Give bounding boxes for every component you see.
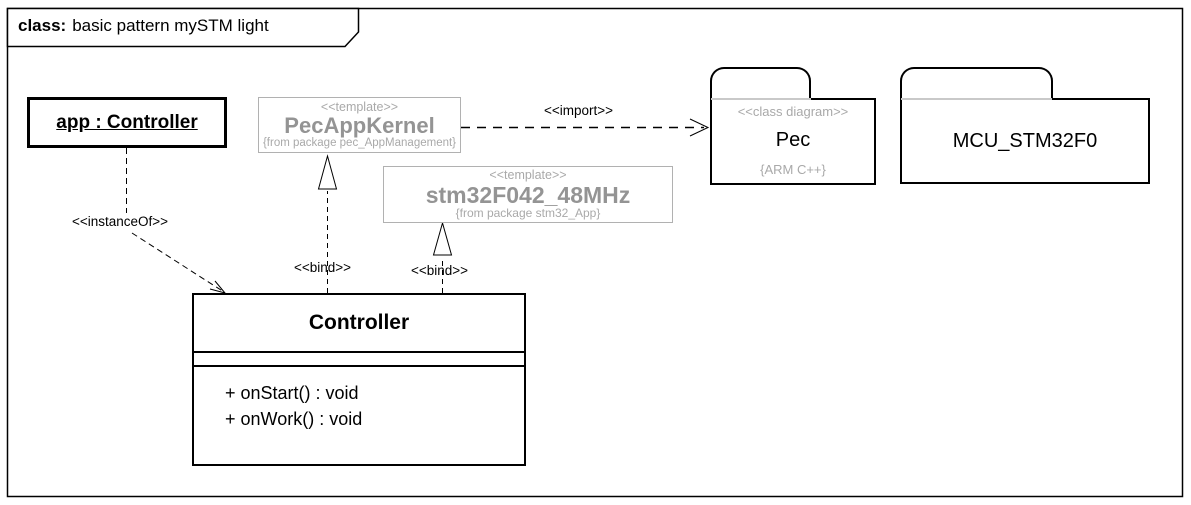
stm32-stereotype: <<template>> [489,168,567,183]
pecappkernel-package-note: {from package pec_AppManagement} [262,137,457,150]
pec-tab-separator [711,98,811,100]
import-open-arrowhead-icon [689,118,710,137]
mcu-tab-separator [901,98,1052,100]
bind-stm32-label: <<bind>> [411,263,469,278]
template-class-stm32f042[interactable]: <<template>> stm32F042_48MHz {from packa… [383,166,673,223]
mcu-package-tab[interactable] [900,67,1053,98]
mcu-name: MCU_STM32F0 [952,129,1098,152]
pec-package-tab[interactable] [710,67,811,98]
object-label: app : Controller [56,111,198,133]
pec-stereotype: <<class diagram>> [737,104,849,119]
frame-name-text: basic pattern mySTM light [72,16,269,35]
instanceof-open-arrowhead-icon [209,280,227,294]
package-pec[interactable]: <<class diagram>> Pec {ARM C++} [710,98,876,185]
pec-name: Pec [775,129,811,151]
pecappkernel-stereotype: <<template>> [320,99,399,114]
frame-title: class: basic pattern mySTM light [18,16,269,36]
class-controller[interactable]: Controller + onStart() : void + onWork()… [192,293,526,466]
instanceof-label: <<instanceOf>> [72,214,169,229]
controller-operations-compartment: + onStart() : void + onWork() : void [194,367,524,464]
controller-attributes-compartment [194,353,524,367]
controller-name: Controller [194,295,524,353]
import-label: <<import>> [544,103,614,118]
package-mcu-stm32f0[interactable]: MCU_STM32F0 [900,98,1150,184]
template-class-pecappkernel[interactable]: <<template>> PecAppKernel {from package … [258,97,461,153]
object-app-controller[interactable]: app : Controller [27,97,227,148]
operation-onwork: + onWork() : void [225,409,363,429]
pecappkernel-name: PecAppKernel [284,112,435,138]
bind-pec-triangle-arrowhead-icon [317,154,338,190]
bind-stm32-triangle-arrowhead-icon [432,221,453,256]
instanceof-line-diagonal[interactable] [131,232,225,293]
bind-pec-label: <<bind>> [294,260,352,275]
operation-onstart: + onStart() : void [225,383,359,403]
stm32-package-note: {from package stm32_App} [455,205,601,220]
stm32-name: stm32F042_48MHz [425,181,631,208]
pec-language-note: {ARM C++} [760,162,826,177]
frame-keyword: class: [18,16,67,35]
